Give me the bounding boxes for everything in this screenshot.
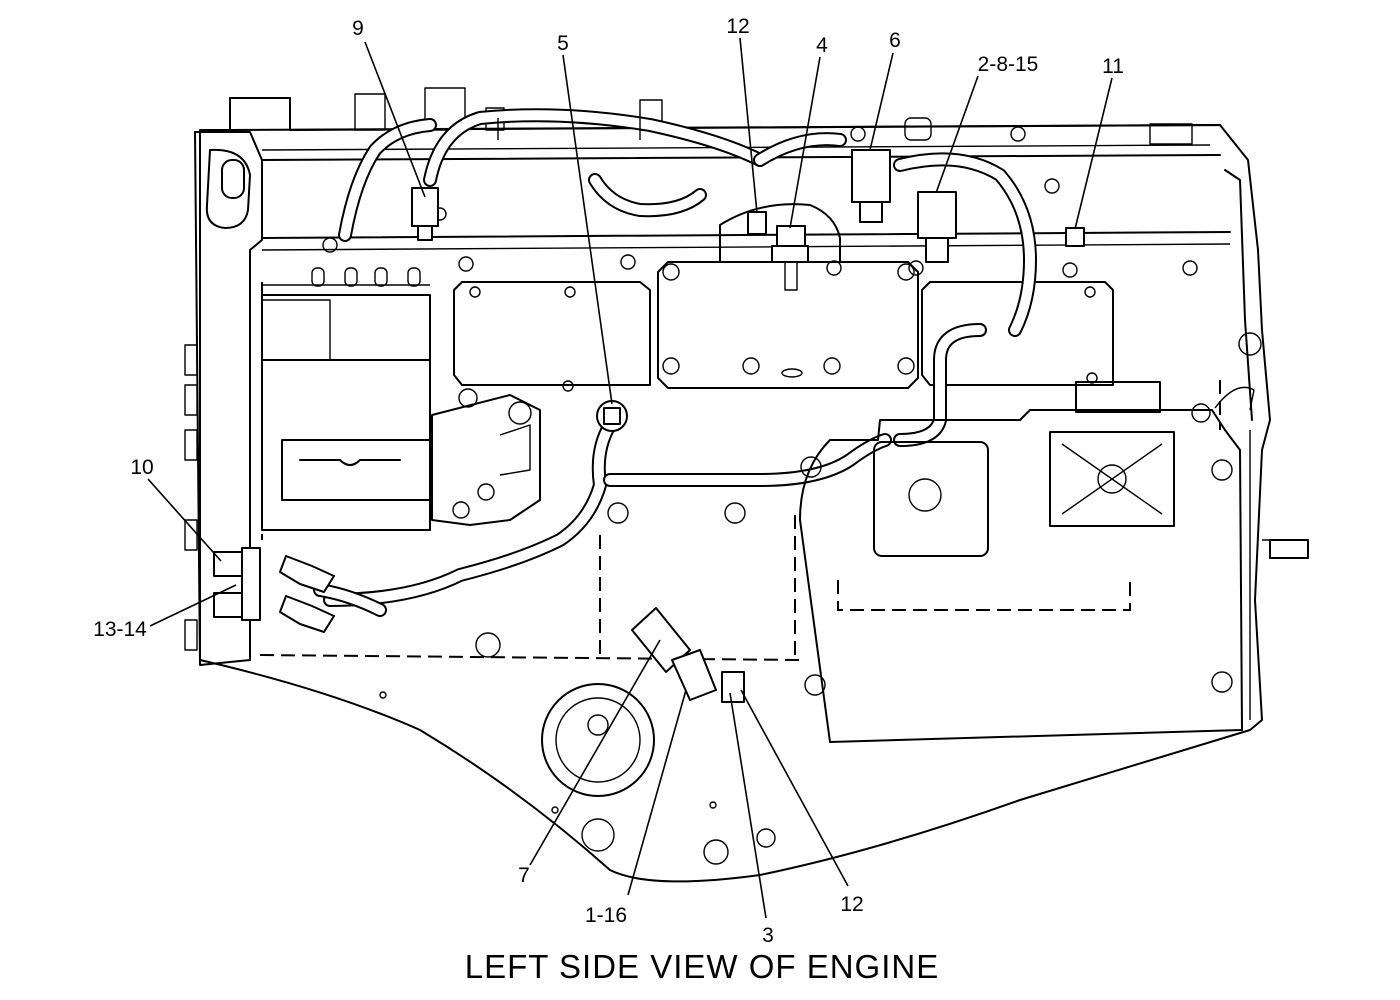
callout-5: 5 <box>557 32 569 55</box>
callout-12-top: 12 <box>726 15 749 38</box>
callout-13-14: 13-14 <box>93 618 147 641</box>
callout-2-8-15: 2-8-15 <box>978 53 1039 76</box>
ecm-module <box>799 332 1262 743</box>
callout-10: 10 <box>130 456 153 479</box>
sensor-11[interactable] <box>1065 227 1085 247</box>
callout-9: 9 <box>352 17 364 40</box>
block-dashed-outline <box>259 282 1221 661</box>
figure-caption: LEFT SIDE VIEW OF ENGINE <box>465 948 939 985</box>
front-housing <box>184 267 431 651</box>
leader-lines <box>147 37 1113 919</box>
sensor-13-14[interactable] <box>213 547 335 633</box>
callout-labels: 9 5 12 4 6 2-8-15 11 10 13-14 7 1-16 3 1… <box>93 15 1124 947</box>
fuel-pump <box>431 388 541 526</box>
valve-cover-panels <box>453 281 1114 392</box>
callout-12-bottom: 12 <box>840 893 863 916</box>
sensor-3[interactable] <box>721 671 745 703</box>
sensor-12-top[interactable] <box>747 211 767 235</box>
sensor-6[interactable] <box>851 149 891 223</box>
sensor-1-16[interactable] <box>671 649 717 701</box>
callout-1-16: 1-16 <box>585 904 627 927</box>
intake-cover <box>657 203 919 389</box>
callout-3: 3 <box>762 924 774 947</box>
callout-4: 4 <box>816 34 828 57</box>
sensor-4[interactable] <box>771 225 809 291</box>
sensor-5[interactable] <box>596 400 628 432</box>
sensor-10[interactable] <box>213 551 335 593</box>
wiring-harness <box>313 108 1037 617</box>
crank-pulley <box>379 502 776 865</box>
callout-11: 11 <box>1102 55 1124 78</box>
callout-6: 6 <box>889 29 901 52</box>
sensor-7[interactable] <box>631 607 691 673</box>
sensor-2-8-15[interactable] <box>917 191 957 263</box>
sensor-9[interactable] <box>411 187 439 241</box>
head-bolts <box>322 126 1198 278</box>
callout-7: 7 <box>518 864 530 887</box>
